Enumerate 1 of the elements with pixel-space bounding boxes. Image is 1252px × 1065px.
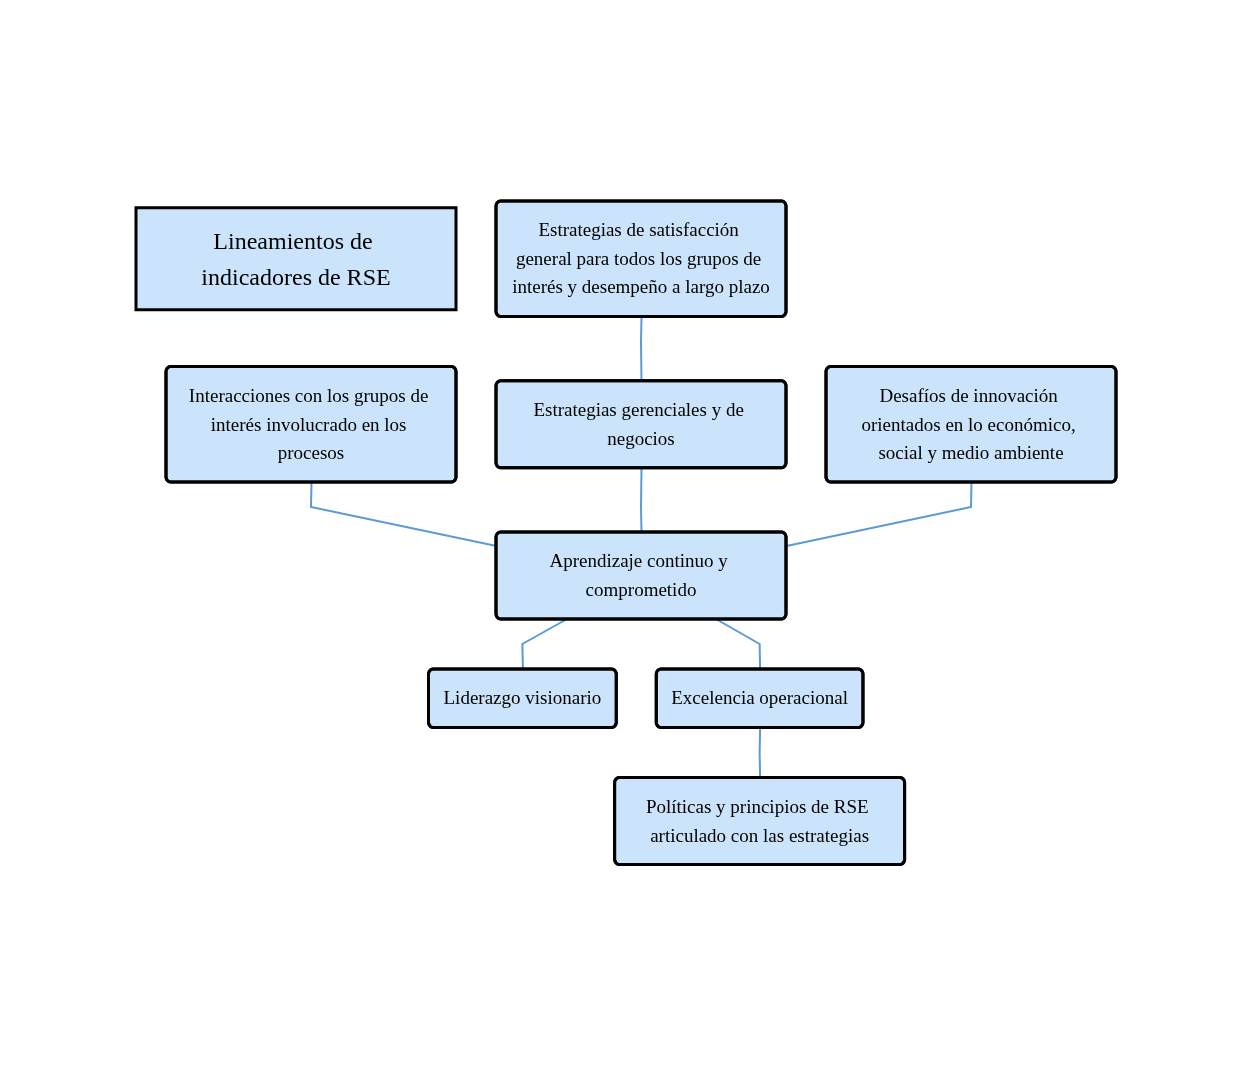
node-box: Lineamientos de indicadores de RSE bbox=[134, 206, 458, 311]
